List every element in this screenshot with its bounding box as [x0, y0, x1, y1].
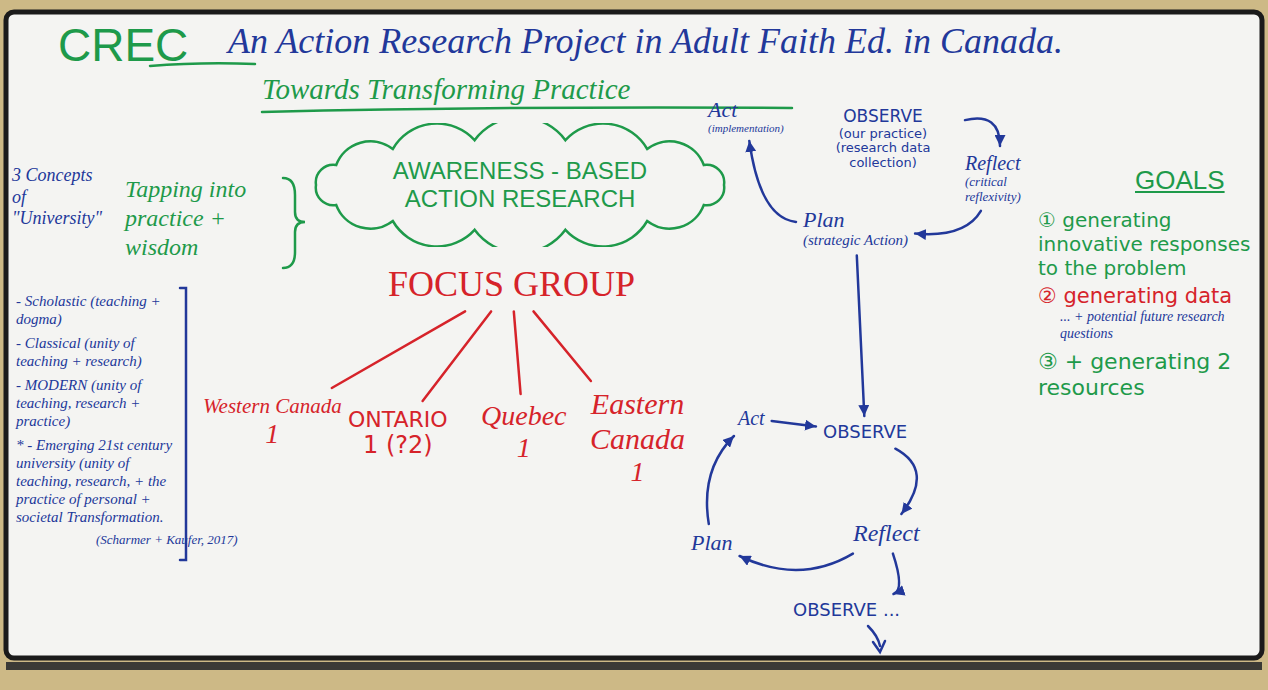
cycle-arrow: [707, 436, 734, 524]
cloud-path: [316, 123, 724, 247]
node-text: Act: [708, 97, 784, 122]
cycle-arrow: [857, 256, 865, 417]
node-text: Quebec: [481, 400, 567, 432]
branch-line: [514, 311, 521, 394]
branch-line: [332, 311, 465, 388]
node-subtext: (strategic Action): [803, 232, 908, 249]
side-note: Tapping into practice + wisdom: [125, 175, 277, 261]
diagram-title: An Action Research Project in Adult Fait…: [228, 20, 1063, 63]
node-subtext: 1 (?2): [348, 432, 448, 460]
cycle-step: Plan: [688, 528, 736, 557]
cycle-arrow: [915, 211, 981, 234]
cycle-arrow: [749, 141, 796, 222]
list-item: - Scholastic (teaching + dogma): [16, 292, 174, 328]
node-text: Plan: [691, 530, 733, 555]
node-subtext: (implementation): [708, 122, 784, 135]
node-text: ONTARIO: [348, 407, 448, 432]
list-heading: 3 Concepts of "University": [12, 165, 110, 230]
whiteboard: [6, 12, 1262, 658]
continue-arrowhead: [873, 641, 885, 652]
cycle-step: Reflect(critical reflexivity): [962, 150, 1038, 207]
region-group: Western Canada1: [200, 392, 345, 452]
region-group: Eastern Canada1: [572, 385, 703, 490]
goal-item: ① generating innovative responses to the…: [1038, 208, 1260, 280]
cycle-arrow: [740, 554, 853, 570]
node-text: AWARENESS - BASED ACTION RESEARCH: [370, 157, 670, 212]
node-subtext: 1: [203, 418, 342, 450]
node-text: Eastern Canada: [575, 387, 700, 456]
citation: (Scharmer + Kaufer, 2017): [96, 532, 238, 548]
list-bracket: [180, 288, 186, 560]
marker-tray: [6, 662, 1262, 670]
node-text: Reflect: [853, 520, 920, 548]
cycle-arrow: [965, 119, 1000, 146]
cycle-arrow: [895, 449, 916, 514]
node-subtext: 1: [481, 432, 567, 464]
cycle-step: Reflect: [850, 518, 923, 550]
cycle-step: OBSERVE ...: [790, 598, 903, 623]
node-subtext: 1: [575, 456, 700, 488]
branch-line: [423, 311, 492, 401]
goal-note: ... + potential future research question…: [1060, 309, 1258, 343]
goals-heading: GOALS: [1135, 165, 1225, 196]
cycle-arrow: [893, 554, 899, 594]
goal-item: ③ + generating 2 resources: [1038, 349, 1260, 402]
node-text: OBSERVE: [808, 107, 958, 127]
focus-group: FOCUS GROUP: [385, 262, 638, 307]
cycle-step: Plan(strategic Action): [800, 205, 911, 252]
node-text: OBSERVE: [823, 422, 907, 443]
node-text: FOCUS GROUP: [388, 264, 635, 305]
region-group: Quebec1: [478, 398, 570, 466]
cycle-step: Act: [735, 405, 768, 432]
node-text: Plan: [803, 207, 908, 232]
project-acronym: CREC: [58, 18, 188, 73]
cycle-arrow: [772, 421, 816, 426]
cycle-step: OBSERVE(our practice) (research data col…: [805, 105, 961, 173]
goal-item: ② generating data: [1038, 284, 1260, 309]
node-text: OBSERVE ...: [793, 600, 900, 621]
curly-brace: [283, 178, 305, 268]
cycle-step: OBSERVE: [820, 420, 910, 445]
list-item: - Classical (unity of teaching + researc…: [16, 334, 174, 370]
node-text: Western Canada: [203, 394, 342, 418]
cycle-step: Act(implementation): [705, 95, 787, 137]
list-item: * - Emerging 21st century university (un…: [16, 436, 174, 526]
cloud-shape: AWARENESS - BASED ACTION RESEARCH: [300, 123, 740, 247]
node-subtext: (our practice) (research data collection…: [808, 127, 958, 172]
node-text: Reflect: [965, 152, 1035, 175]
subtitle: Towards Transforming Practice: [262, 72, 630, 107]
branch-line: [534, 311, 591, 381]
region-group: ONTARIO1 (?2): [345, 405, 451, 462]
node-text: Act: [738, 407, 765, 430]
list-item: - MODERN (unity of teaching, research + …: [16, 376, 174, 430]
node-subtext: (critical reflexivity): [965, 175, 1035, 205]
